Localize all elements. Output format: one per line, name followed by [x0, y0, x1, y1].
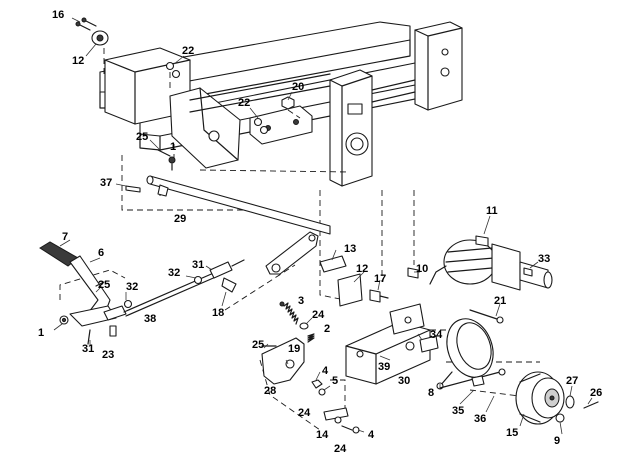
cross-shaft [125, 149, 331, 235]
callout-15: 15 [506, 427, 518, 439]
callout-39: 39 [378, 361, 390, 373]
alternator [429, 235, 553, 324]
callout-38: 38 [144, 313, 156, 325]
callout-33: 33 [538, 253, 550, 265]
callout-32: 32 [168, 267, 180, 279]
callout-22: 22 [182, 45, 194, 57]
callout-25: 25 [136, 131, 148, 143]
callout-2: 2 [324, 323, 330, 335]
callout-31: 31 [192, 259, 204, 271]
brake-drum [515, 371, 599, 425]
callout-37: 37 [100, 177, 112, 189]
callout-26: 26 [590, 387, 602, 399]
callout-18: 18 [212, 307, 224, 319]
callout-9: 9 [554, 435, 560, 447]
callout-12: 12 [72, 55, 84, 67]
linkage-rod [123, 259, 245, 317]
callout-16: 16 [52, 9, 64, 21]
callout-31: 31 [82, 343, 94, 355]
callout-7: 7 [62, 231, 68, 243]
callout-17: 17 [374, 273, 386, 285]
callout-11: 11 [486, 205, 498, 217]
callout-36: 36 [474, 413, 486, 425]
callout-22: 22 [238, 97, 250, 109]
callout-27: 27 [566, 375, 578, 387]
callout-12: 12 [356, 263, 368, 275]
mounting-plate [345, 303, 439, 385]
callout-34: 34 [430, 329, 443, 341]
pedal-assembly [39, 241, 127, 345]
callout-labels: 16 12 22 20 22 25 1 37 29 7 6 25 32 31 3… [38, 9, 602, 455]
callout-32: 32 [126, 281, 138, 293]
callout-35: 35 [452, 405, 464, 417]
callout-5: 5 [332, 375, 338, 387]
callout-14: 14 [316, 429, 329, 441]
bellcrank-arm [265, 231, 319, 275]
spring-lever-group [261, 301, 360, 434]
callout-30: 30 [398, 375, 410, 387]
callout-24: 24 [334, 443, 347, 455]
callout-4: 4 [322, 365, 329, 377]
callout-1: 1 [170, 141, 176, 153]
callout-4: 4 [368, 429, 375, 441]
callout-20: 20 [292, 81, 304, 93]
callout-29: 29 [174, 213, 186, 225]
callout-21: 21 [494, 295, 506, 307]
brake-band [436, 318, 494, 390]
callout-3: 3 [298, 295, 304, 307]
callout-6: 6 [98, 247, 104, 259]
callout-1: 1 [38, 327, 44, 339]
callout-24: 24 [312, 309, 325, 321]
callout-13: 13 [344, 243, 356, 255]
callout-19: 19 [288, 343, 300, 355]
callout-25: 25 [252, 339, 264, 351]
callout-10: 10 [416, 263, 428, 275]
callout-25: 25 [98, 279, 110, 291]
callout-24: 24 [298, 407, 311, 419]
callout-8: 8 [428, 387, 434, 399]
idler-bearing-group [319, 255, 419, 307]
tension-rod [439, 368, 506, 389]
callout-23: 23 [102, 349, 114, 361]
callout-leaders [53, 17, 593, 435]
callout-28: 28 [264, 385, 276, 397]
main-frame-assembly [75, 17, 463, 187]
